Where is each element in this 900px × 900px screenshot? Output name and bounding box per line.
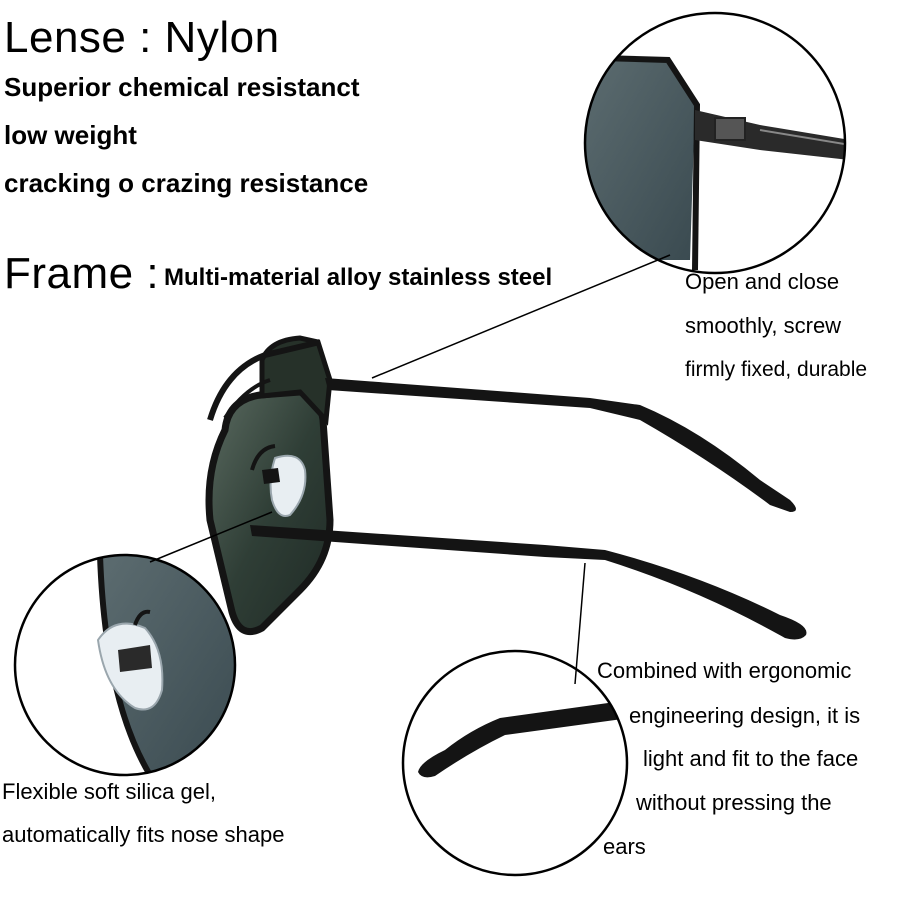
nose-pad-zoom-circle — [13, 553, 237, 777]
upper-temple — [325, 378, 796, 512]
tip-caption-line-5: ears — [603, 834, 646, 859]
nose-pad — [250, 444, 307, 517]
tip-caption-line-3: light and fit to the face — [643, 746, 859, 771]
hinge-caption-line-2: smoothly, screw — [685, 313, 842, 338]
hinge-leader-line — [371, 254, 671, 379]
lens-feature-3: cracking o crazing resistance — [4, 168, 369, 198]
tip-caption-line-2: engineering design, it is — [629, 703, 861, 728]
hinge-caption-line-1: Open and close — [685, 269, 840, 294]
tip-caption-line-1: Combined with ergonomic — [597, 658, 852, 683]
front-lens — [205, 335, 334, 635]
lens-feature-2: low weight — [4, 120, 137, 150]
hinge-caption-line-3: firmly fixed, durable — [685, 358, 868, 381]
frame-title: Frame : — [4, 249, 160, 298]
tip-leader-line — [574, 562, 586, 685]
hinge-zoom-circle — [583, 11, 847, 275]
lower-temple — [250, 525, 807, 640]
tip-caption-line-4: without pressing the — [636, 790, 832, 815]
nose-caption-line-1: Flexible soft silica gel, — [2, 779, 216, 804]
temple-tip-zoom-circle — [401, 649, 629, 877]
lens-feature-1: Superior chemical resistanct — [4, 72, 360, 102]
nose-caption-line-2: automatically fits nose shape — [2, 822, 285, 847]
lens-title: Lense : Nylon — [4, 13, 280, 62]
frame-material: Multi-material alloy stainless steel — [164, 264, 553, 291]
nose-leader-line — [149, 511, 273, 563]
